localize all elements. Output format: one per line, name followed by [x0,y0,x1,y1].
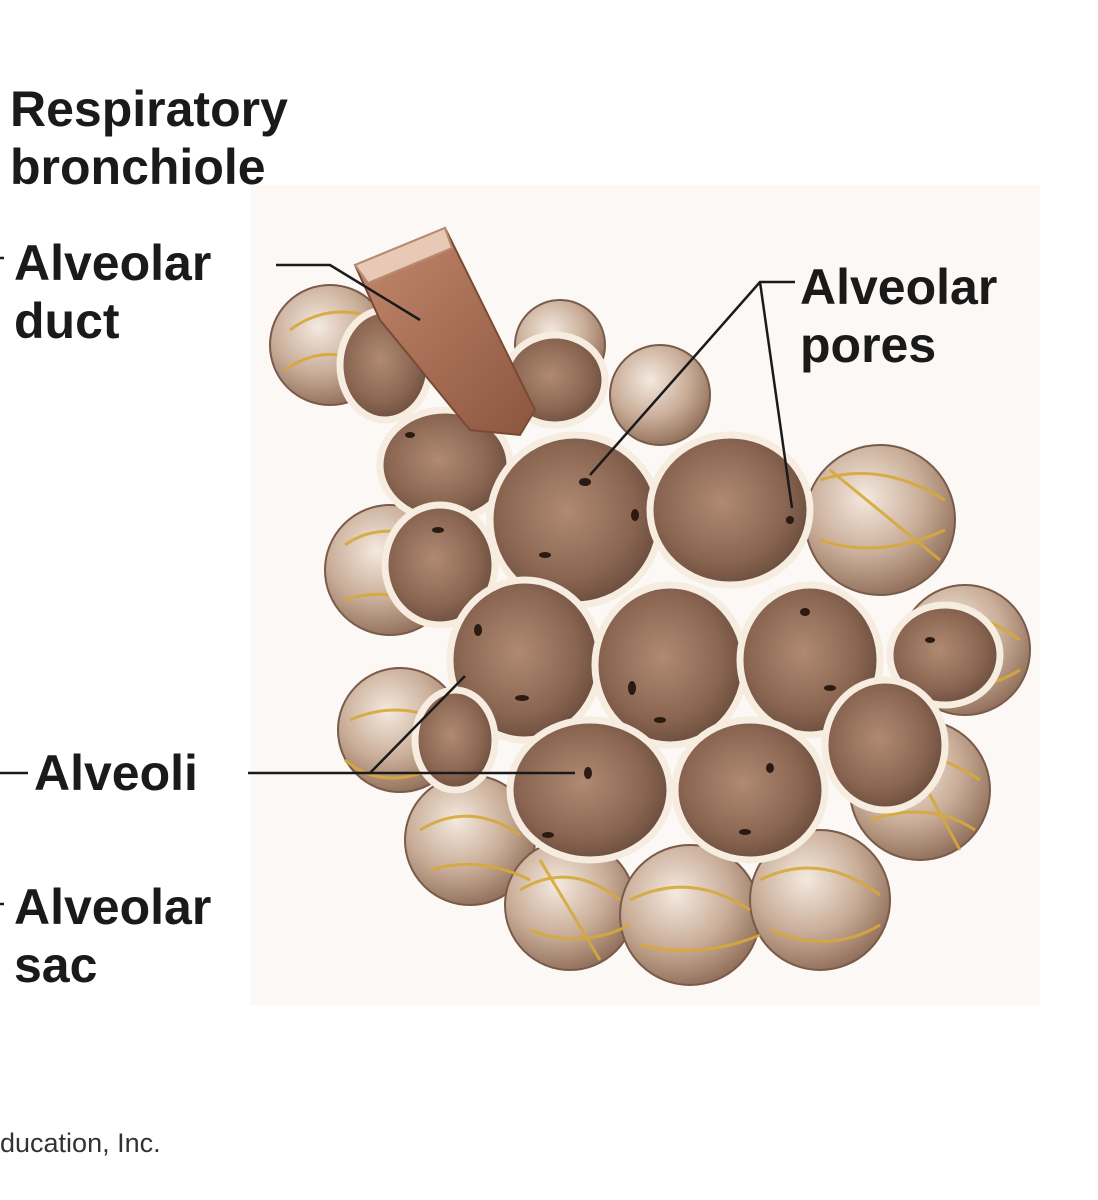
label-line: Alveoli [34,745,198,801]
label-line: bronchiole [10,139,266,195]
label-alveolar-duct: Alveolar duct [14,234,211,350]
label-line: Respiratory [10,81,288,137]
alveolar-duct-tube [353,226,537,437]
label-line: duct [14,293,120,349]
pores [405,432,935,838]
cut-chambers [336,306,1004,864]
copyright-credit: ducation, Inc. [0,1128,161,1158]
label-respiratory-bronchiole: Respiratory bronchiole [10,80,288,196]
label-alveoli: Alveoli [34,744,198,802]
label-line: Alveolar [14,879,212,935]
label-alveolar-pores: Alveolar pores [800,258,997,374]
label-alveolar-sac: Alveolar sac [14,878,211,994]
leader-lines [0,256,795,906]
label-line: sac [14,937,98,993]
label-line: Alveolar [800,259,998,315]
label-line: pores [800,317,937,373]
label-line: Alveolar [14,235,212,291]
